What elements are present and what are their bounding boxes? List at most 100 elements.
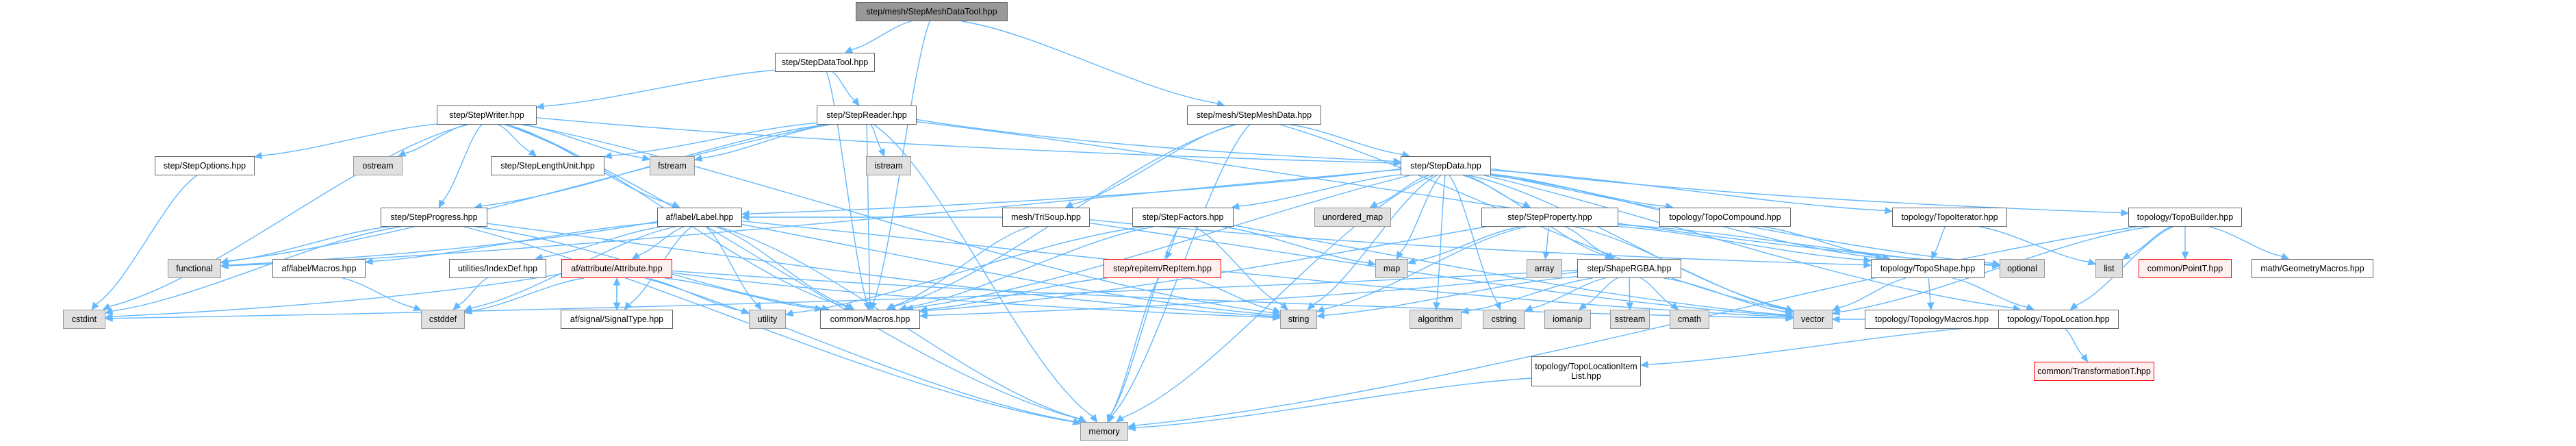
arrowhead-icon <box>1272 306 1281 314</box>
arrowhead-icon <box>1407 257 1416 264</box>
node-unordered_map[interactable]: unordered_map <box>1314 208 1391 227</box>
node-root[interactable]: step/mesh/StepMeshDataTool.hpp <box>856 2 1008 21</box>
node-geometrymacros[interactable]: math/GeometryMacros.hpp <box>2252 259 2373 278</box>
node-stepfactors[interactable]: step/StepFactors.hpp <box>1132 208 1234 227</box>
node-list[interactable]: list <box>2095 259 2123 278</box>
edge-label-to-indexdef <box>541 226 663 258</box>
edge-stepoptions-to-cstdint <box>95 175 198 305</box>
node-topoiterator[interactable]: topology/TopoIterator.hpp <box>1892 208 2007 227</box>
edge-shapergba-to-string <box>1323 275 1578 317</box>
node-string[interactable]: string <box>1280 310 1317 329</box>
arrowhead-icon <box>1931 251 1938 260</box>
node-signaltype[interactable]: af/signal/SignalType.hpp <box>561 310 673 329</box>
node-cstdint[interactable]: cstdint <box>63 310 105 329</box>
arrowhead-icon <box>693 154 703 162</box>
node-cstddef[interactable]: cstddef <box>421 310 465 329</box>
node-array[interactable]: array <box>1527 259 1562 278</box>
arrowhead-icon <box>1626 302 1633 311</box>
edge-stepprogress-to-string <box>487 223 1274 317</box>
node-vector[interactable]: vector <box>1793 310 1833 329</box>
arrowhead-icon <box>1831 315 1840 323</box>
arrowhead-icon <box>253 151 263 160</box>
node-iomanip[interactable]: iomanip <box>1544 310 1591 329</box>
edge-attribute-to-commonmacros <box>664 277 816 309</box>
node-topolocation[interactable]: topology/TopoLocation.hpp <box>1998 310 2119 329</box>
edge-stepproperty-to-array <box>1545 226 1550 253</box>
edge-label-to-labelmacros <box>372 222 658 262</box>
edge-shapergba-to-commonmacros <box>926 271 1578 317</box>
edge-label-to-attribute <box>637 226 685 256</box>
node-utility[interactable]: utility <box>749 310 786 329</box>
edge-root-to-stepdatatool <box>851 21 912 51</box>
node-fstream[interactable]: fstream <box>650 156 695 175</box>
node-cstring[interactable]: cstring <box>1483 310 1525 329</box>
arrowhead-icon <box>1307 301 1316 310</box>
node-toposhape[interactable]: topology/TopoShape.hpp <box>1871 259 1985 278</box>
node-topobuilder[interactable]: topology/TopoBuilder.hpp <box>2128 208 2242 227</box>
node-map[interactable]: map <box>1375 259 1408 278</box>
arrowhead-icon <box>741 213 750 221</box>
node-transformationt[interactable]: common/TransformationT.hpp <box>2034 362 2154 381</box>
edge-stepreader-to-functional <box>227 124 825 262</box>
edge-toposhape-to-topolocation <box>1952 277 2028 308</box>
edge-stepdata-to-unordered_map <box>1375 175 1429 205</box>
edge-attribute-to-cstdint <box>112 273 562 317</box>
node-labelmacros[interactable]: af/label/Macros.hpp <box>272 259 366 278</box>
node-cmath[interactable]: cmath <box>1670 310 1709 329</box>
arrowhead-icon <box>1460 307 1470 314</box>
edge-stepdata-to-stepfactors <box>1238 174 1401 207</box>
edge-shapergba-to-algorithm <box>1468 277 1593 312</box>
arrowhead-icon <box>2181 251 2189 260</box>
arrowhead-icon <box>1077 415 1087 423</box>
node-ostream[interactable]: ostream <box>353 156 403 175</box>
arrowhead-icon <box>624 301 633 310</box>
edge-stepprogress-to-cstdint <box>112 226 402 312</box>
arrowhead-icon <box>2069 302 2078 310</box>
arrowhead-icon <box>1316 312 1325 319</box>
arrowhead-icon <box>886 303 895 310</box>
node-label[interactable]: af/label/Label.hpp <box>657 208 742 227</box>
arrowhead-icon <box>1542 251 1550 260</box>
node-commonmacros[interactable]: common/Macros.hpp <box>820 310 920 329</box>
arrowhead-icon <box>1785 308 1794 316</box>
node-stepprogress[interactable]: step/StepProgress.hpp <box>381 208 487 227</box>
node-shapergba[interactable]: step/ShapeRGBA.hpp <box>1577 259 1681 278</box>
edge-shapergba-to-cstring <box>1531 277 1606 309</box>
node-istream[interactable]: istream <box>866 156 911 175</box>
node-memory[interactable]: memory <box>1080 422 1128 441</box>
node-steplengthunit[interactable]: step/StepLengthUnit.hpp <box>491 156 604 175</box>
arrowhead-icon <box>785 309 794 317</box>
edge-toposhape-to-vector <box>1838 277 1907 308</box>
edge-stepwriter-to-ostream <box>404 124 467 154</box>
edge-trisoup-to-toposhape <box>1089 219 1865 266</box>
arrowhead-icon <box>2080 354 2089 363</box>
node-stepreader[interactable]: step/StepReader.hpp <box>817 106 917 125</box>
arrowhead-icon <box>528 149 537 157</box>
node-topologymacros[interactable]: topology/TopologyMacros.hpp <box>1865 310 1999 329</box>
node-pointt[interactable]: common/PointT.hpp <box>2139 259 2232 278</box>
node-stepdata[interactable]: step/StepData.hpp <box>1401 156 1491 175</box>
node-stepproperty[interactable]: step/StepProperty.hpp <box>1481 208 1618 227</box>
node-stepdatatool[interactable]: step/StepDataTool.hpp <box>775 53 875 72</box>
edge-stepfactors-to-vector <box>1233 225 1787 316</box>
edge-stepwriter-to-stepprogress <box>442 124 483 202</box>
edge-attribute-to-string <box>672 272 1274 318</box>
edge-topobuilder-to-topolocation <box>2075 226 2173 306</box>
node-stepwriter[interactable]: step/StepWriter.hpp <box>437 106 537 125</box>
node-sstream[interactable]: sstream <box>1610 310 1650 329</box>
node-topolocationitemlist[interactable]: topology/TopoLocationItem List.hpp <box>1531 356 1641 386</box>
node-indexdef[interactable]: utilities/IndexDef.hpp <box>449 259 546 278</box>
node-optional[interactable]: optional <box>2000 259 2045 278</box>
node-topocompound[interactable]: topology/TopoCompound.hpp <box>1659 208 1791 227</box>
arrowhead-icon <box>2087 258 2097 266</box>
node-attribute[interactable]: af/attribute/Attribute.hpp <box>561 259 672 278</box>
arrowhead-icon <box>1106 414 1114 423</box>
edge-repitem-to-commonmacros <box>926 277 1108 310</box>
edge-stepfactors-to-repitem <box>1168 226 1179 253</box>
node-algorithm[interactable]: algorithm <box>1410 310 1462 329</box>
node-stepoptions[interactable]: step/StepOptions.hpp <box>155 156 255 175</box>
node-functional[interactable]: functional <box>168 259 221 278</box>
node-stepmeshdata[interactable]: step/mesh/StepMeshData.hpp <box>1187 106 1321 125</box>
node-repitem[interactable]: step/repitem/RepItem.hpp <box>1104 259 1221 278</box>
node-trisoup[interactable]: mesh/TriSoup.hpp <box>1002 208 1090 227</box>
